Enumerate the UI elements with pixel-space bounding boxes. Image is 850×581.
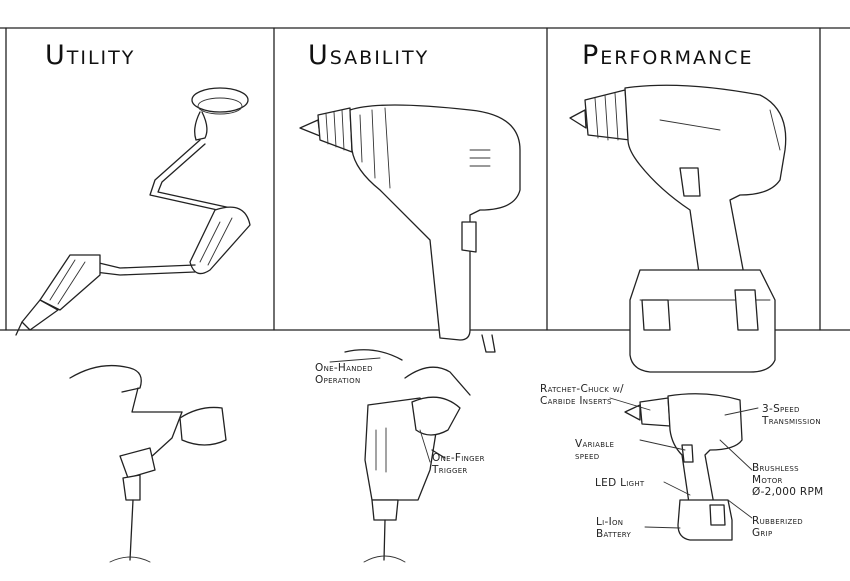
annotation-grip: Rubberized Grip: [752, 515, 803, 539]
annotation-line: Rubberized: [752, 515, 803, 527]
panel-title-utility: Utility: [45, 40, 136, 71]
annotation-line: Brushless: [752, 462, 799, 474]
annotation-battery: Li-Ion Battery: [596, 516, 631, 540]
annotation-transmission: 3-Speed Transmission: [762, 403, 821, 427]
annotation-ratchet: Ratchet-Chuck w/ Carbide Inserts: [540, 383, 624, 407]
panel-title-performance: Performance: [582, 40, 754, 71]
annotation-line: Grip: [752, 527, 773, 539]
annotation-line: Motor: [752, 474, 783, 486]
annotation-line: Variable: [575, 438, 615, 450]
annotation-line: One-Finger: [432, 452, 485, 464]
annotation-line: speed: [575, 450, 600, 462]
annotation-led: LED Light: [595, 477, 645, 489]
annotation-line: LED Light: [595, 477, 645, 489]
annotation-line: Li-Ion: [596, 516, 624, 528]
panel-title-usability: Usability: [308, 40, 430, 71]
annotation-line: Ø-2,000 RPM: [752, 486, 824, 498]
annotation-line: One-Handed: [315, 362, 373, 374]
annotation-line: 3-Speed: [762, 403, 800, 415]
annotation-line: Trigger: [432, 464, 468, 476]
annotation-motor: Brushless Motor Ø-2,000 RPM: [752, 462, 823, 498]
annotation-line: Battery: [596, 528, 632, 540]
annotation-one-finger: One-Finger Trigger: [432, 452, 485, 476]
annotation-line: Ratchet-Chuck w/: [540, 383, 624, 395]
annotation-line: Transmission: [762, 415, 821, 427]
annotation-line: Carbide Inserts: [540, 395, 612, 407]
annotation-variable-speed: Variable speed: [575, 438, 614, 462]
annotation-line: Operation: [315, 374, 361, 386]
annotation-one-handed: One-Handed Operation: [315, 362, 373, 386]
